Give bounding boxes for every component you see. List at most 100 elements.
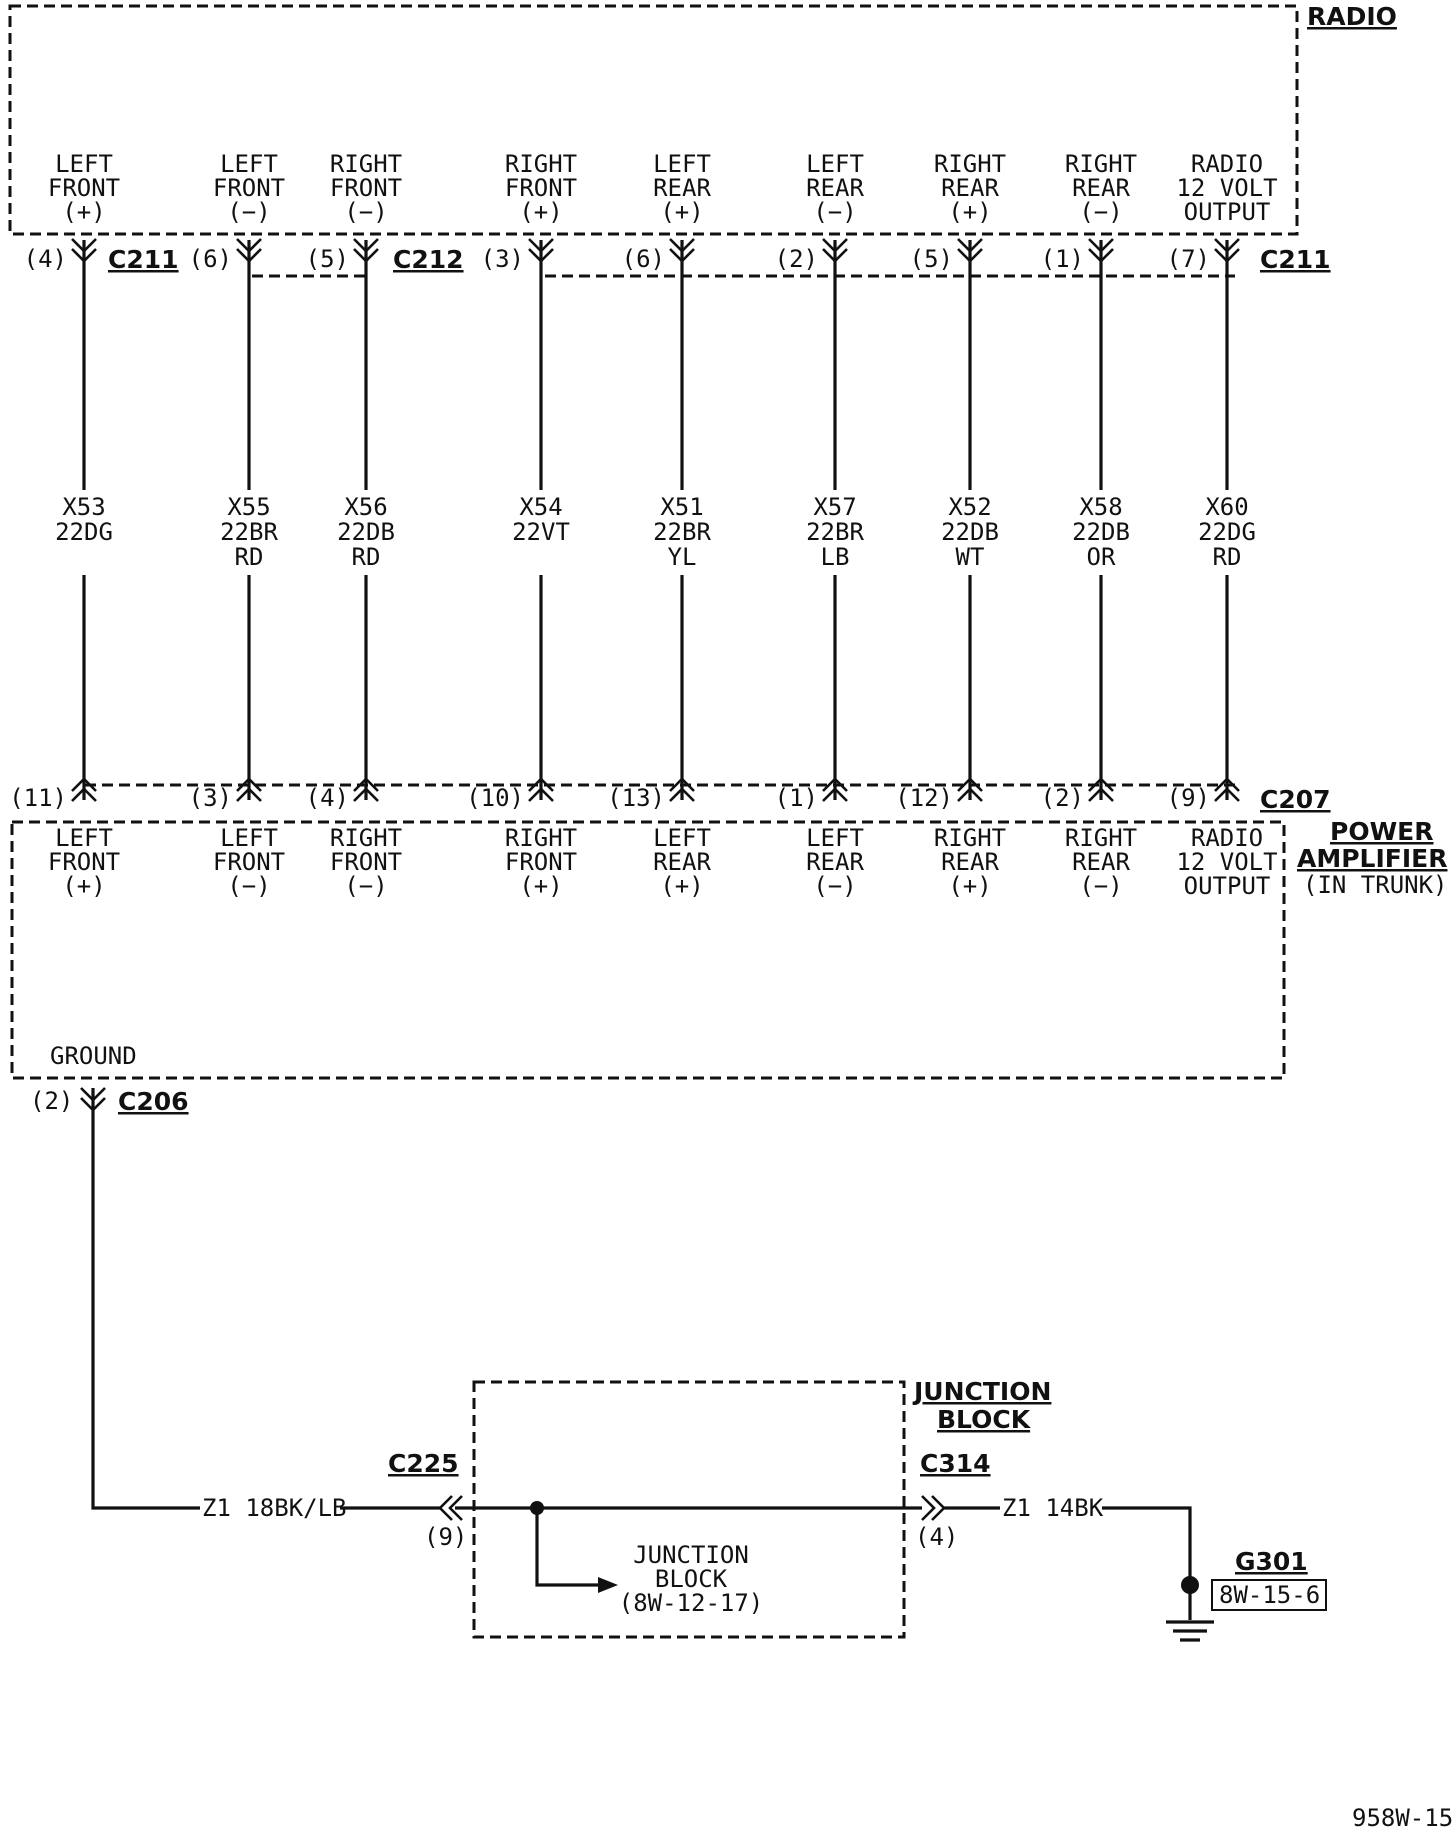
amp-connector-chevron [236, 787, 262, 802]
c206-pin: (2) [30, 1087, 73, 1115]
amp-pin-label: REAR [941, 848, 999, 876]
radio-pin-label: (+) [948, 198, 991, 226]
arrow-right-icon [598, 1577, 618, 1593]
radio-pin-label: REAR [1072, 174, 1130, 202]
radio-pin-number: (2) [775, 245, 818, 273]
amp-pin-label: FRONT [213, 848, 285, 876]
wire-code-label: X58 [1079, 493, 1122, 521]
amp-pin-label: FRONT [505, 848, 577, 876]
figure-code: 958W-15 [1352, 1804, 1453, 1832]
amp-pin-label: (−) [813, 872, 856, 900]
amp-connector-chevron [957, 777, 983, 792]
amp-pin-label: (+) [62, 872, 105, 900]
c206-label: C206 [118, 1087, 189, 1116]
g301-ref: 8W-15-6 [1219, 1581, 1320, 1609]
amp-pin-number: (4) [306, 784, 349, 812]
radio-pin-label: REAR [941, 174, 999, 202]
amp-pin-label: LEFT [653, 824, 711, 852]
wire-code-label: OR [1087, 543, 1116, 571]
c211-label-right: C211 [1260, 245, 1331, 274]
wire-code-label: X53 [62, 493, 105, 521]
amp-pin-label: FRONT [330, 848, 402, 876]
wire-code-label: X55 [227, 493, 270, 521]
amp-pin-label: (+) [660, 872, 703, 900]
c314-connector [921, 1495, 946, 1521]
wire-code-label: 22BR [806, 518, 864, 546]
radio-pin-number: (7) [1167, 245, 1210, 273]
radio-title: RADIO [1307, 2, 1397, 31]
amp-connector-chevron [236, 777, 262, 792]
amp-pin-number: (1) [775, 784, 818, 812]
g301-ref-box [1211, 1579, 1327, 1611]
radio-pin-label: RIGHT [1065, 150, 1137, 178]
ground-wire [91, 1088, 200, 1510]
radio-pin-number: (5) [910, 245, 953, 273]
wire-code-label: RD [1213, 543, 1242, 571]
amp-connector-chevron [822, 787, 848, 802]
amp-pin-label: LEFT [806, 824, 864, 852]
amp-pin-label: (−) [344, 872, 387, 900]
radio-pin-number: (6) [189, 245, 232, 273]
amp-pin-label: REAR [806, 848, 864, 876]
amp-connector-chevron [1088, 777, 1114, 792]
amp-connector-chevron [353, 777, 379, 792]
amp-pin-label: (−) [1079, 872, 1122, 900]
radio-pin-label: (−) [813, 198, 856, 226]
wire-code-label: 22DB [337, 518, 395, 546]
amp-pin-label: RIGHT [1065, 824, 1137, 852]
radio-pin-label: FRONT [213, 174, 285, 202]
junction-block-title-line1: JUNCTION [912, 1377, 1051, 1406]
radio-box [8, 4, 1299, 236]
amplifier-ground-label: GROUND [50, 1042, 137, 1070]
radio-pin-label: (−) [344, 198, 387, 226]
radio-pin-label: (+) [660, 198, 703, 226]
radio-pin-label: LEFT [220, 150, 278, 178]
radio-pin-number: (3) [481, 245, 524, 273]
amp-connector-chevron [1214, 777, 1240, 792]
wire-code-label: X57 [813, 493, 856, 521]
radio-pin-label: LEFT [653, 150, 711, 178]
ground-symbol-icon [1166, 1585, 1214, 1642]
c211-label-left: C211 [108, 245, 179, 274]
c207-label: C207 [1260, 785, 1331, 814]
wire-code-label: 22DG [55, 518, 113, 546]
wire-code-label: 22DB [941, 518, 999, 546]
wire-code-label: RD [352, 543, 381, 571]
wire-code-label: 22DG [1198, 518, 1256, 546]
c225-connector [438, 1495, 463, 1521]
wire-code-label: RD [235, 543, 264, 571]
amp-pin-number: (3) [189, 784, 232, 812]
radio-pin-label: (−) [1079, 198, 1122, 226]
amp-pin-number: (13) [607, 784, 665, 812]
amp-pin-label: LEFT [55, 824, 113, 852]
amp-connector-chevron [1088, 787, 1114, 802]
amp-pin-label: LEFT [220, 824, 278, 852]
amp-pin-label: RADIO [1191, 824, 1263, 852]
junction-tap-wire [535, 1508, 600, 1587]
amp-connector-chevron [353, 787, 379, 802]
amplifier-box [10, 820, 1286, 1080]
amp-pin-label: (+) [948, 872, 991, 900]
radio-pin-label: (+) [62, 198, 105, 226]
wire-label-z1-18bklb: Z1 18BK/LB [202, 1494, 347, 1522]
amplifier-title-line2: AMPLIFIER [1297, 844, 1448, 873]
amplifier-title-line1: POWER [1330, 817, 1433, 846]
amp-connector-chevron [669, 777, 695, 792]
amp-pin-number: (10) [466, 784, 524, 812]
radio-pin-label: LEFT [55, 150, 113, 178]
c314-pin: (4) [915, 1523, 958, 1551]
c225-label: C225 [388, 1449, 459, 1478]
c314-label: C314 [920, 1449, 991, 1478]
radio-pin-label: LEFT [806, 150, 864, 178]
radio-pin-number: (6) [622, 245, 665, 273]
amp-pin-label: FRONT [48, 848, 120, 876]
amp-pin-label: 12 VOLT [1176, 848, 1277, 876]
wire-code-label: YL [668, 543, 697, 571]
wire-code-label: 22BR [220, 518, 278, 546]
circuit-columns: LEFTFRONT(+)(4)X5322DG(11)LEFTFRONT(+)LE… [9, 150, 1277, 900]
amp-pin-label: (−) [227, 872, 270, 900]
junction-inner-line1: JUNCTION [633, 1541, 749, 1569]
wire-label-z1-14bk: Z1 14BK [1002, 1494, 1104, 1522]
radio-pin-label: (−) [227, 198, 270, 226]
